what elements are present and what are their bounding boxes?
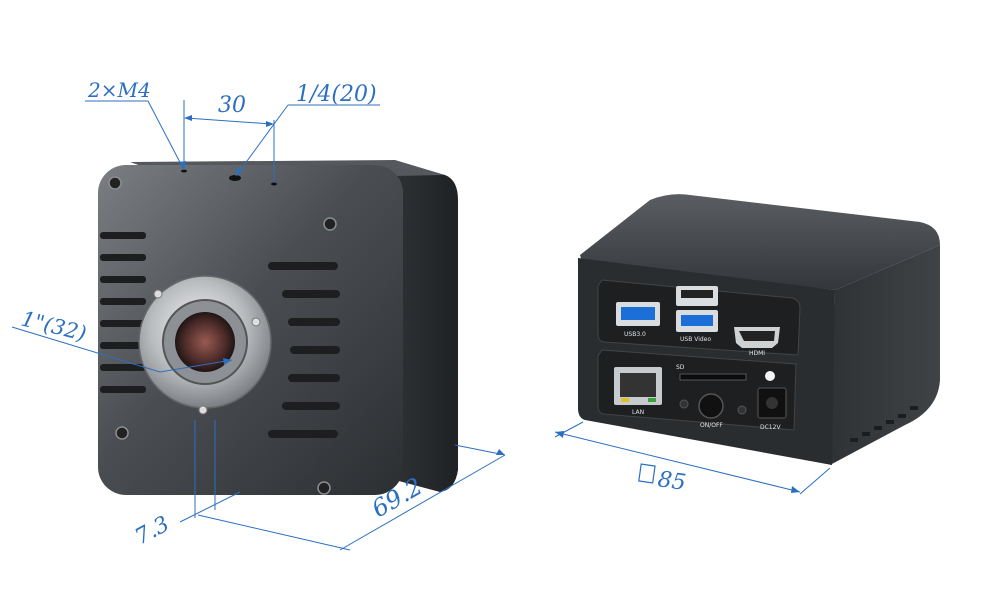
side-vents — [850, 406, 918, 442]
label-sd: SD — [676, 364, 685, 371]
label-lan: LAN — [632, 409, 644, 416]
square-symbol-icon — [638, 463, 656, 484]
dim-tripod: 1/4(20) — [296, 82, 377, 107]
dim-hole-spacing: 30 — [218, 93, 246, 118]
camera-body-side — [395, 165, 458, 492]
cooling-slots-right — [268, 262, 340, 438]
led-right — [737, 405, 747, 415]
top-mount-holes — [181, 169, 277, 186]
dim-square: 85 — [656, 467, 687, 496]
camera-front-view — [98, 160, 458, 495]
rear-body-top — [580, 194, 940, 290]
dimension-arrows — [179, 115, 800, 493]
sd-slot — [679, 373, 747, 381]
dim-flange: 7.3 — [131, 512, 174, 551]
cooling-slots-left — [100, 232, 146, 393]
label-hdmi: HDMI — [749, 350, 765, 357]
label-dc: DC12V — [760, 424, 781, 431]
dimension-lines — [11, 100, 831, 551]
status-led — [765, 371, 775, 381]
label-power-button: ON/OFF — [700, 422, 723, 429]
dim-mount-holes: 2×M4 — [87, 78, 151, 102]
label-usb3: USB3.0 — [624, 331, 646, 338]
corner-screws — [108, 176, 337, 495]
ring-screws — [153, 289, 261, 415]
led-left — [679, 399, 689, 409]
sensor-window — [175, 312, 235, 372]
label-usb-video: USB Video — [680, 336, 711, 343]
dim-square-group: 85 — [638, 463, 687, 496]
power-button — [698, 393, 724, 419]
camera-rear-view: USB3.0 USB Video HDMI SD LAN ON/OFF DC12… — [578, 194, 940, 465]
